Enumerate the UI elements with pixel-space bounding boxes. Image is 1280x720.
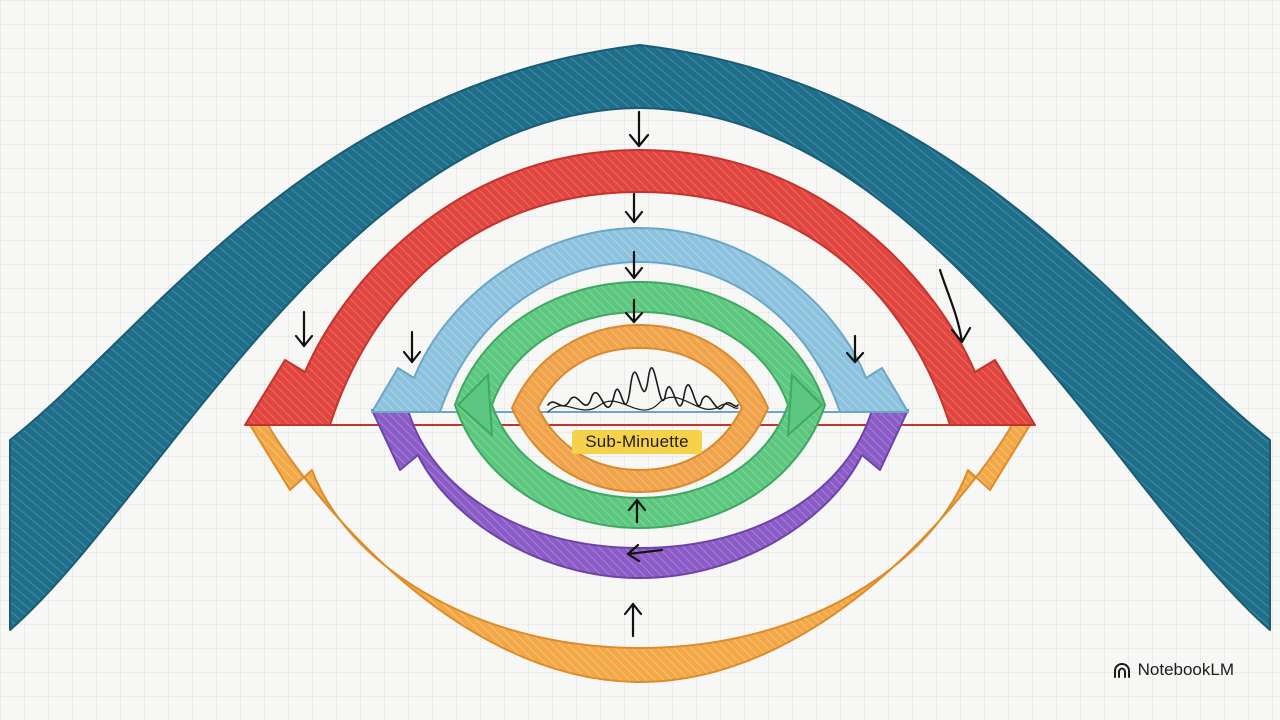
notebooklm-watermark: NotebookLM — [1113, 660, 1234, 680]
down-arrow-top-2 — [624, 192, 644, 224]
inner-orange-loop — [511, 324, 769, 493]
down-arrow-left-blue — [402, 330, 422, 364]
up-arrow-bottom-inner — [627, 498, 647, 524]
down-arrow-right-blue — [845, 334, 865, 364]
purple-arrow — [371, 409, 909, 579]
left-arrow-bottom-middle — [626, 543, 664, 563]
watermark-text: NotebookLM — [1137, 660, 1234, 679]
notebooklm-logo-icon — [1113, 662, 1130, 678]
curved-arrow-right-red — [938, 268, 972, 344]
carrier-waveform — [547, 396, 739, 413]
center-label-sub-minuette: Sub-Minuette — [572, 430, 702, 454]
red-arrow — [244, 149, 1036, 426]
green-right-arrowhead — [786, 372, 824, 438]
down-arrow-top-3 — [624, 250, 644, 280]
light-blue-arrow — [371, 227, 909, 413]
down-arrow-left-red — [294, 310, 314, 348]
up-arrow-bottom-outer — [623, 602, 643, 638]
green-loop — [454, 281, 826, 529]
green-left-arrowhead — [456, 372, 494, 438]
down-arrow-top-1 — [628, 110, 650, 148]
outer-teal-band — [9, 44, 1271, 631]
oscillation-waveform — [547, 367, 739, 410]
down-arrow-top-4 — [624, 298, 644, 324]
